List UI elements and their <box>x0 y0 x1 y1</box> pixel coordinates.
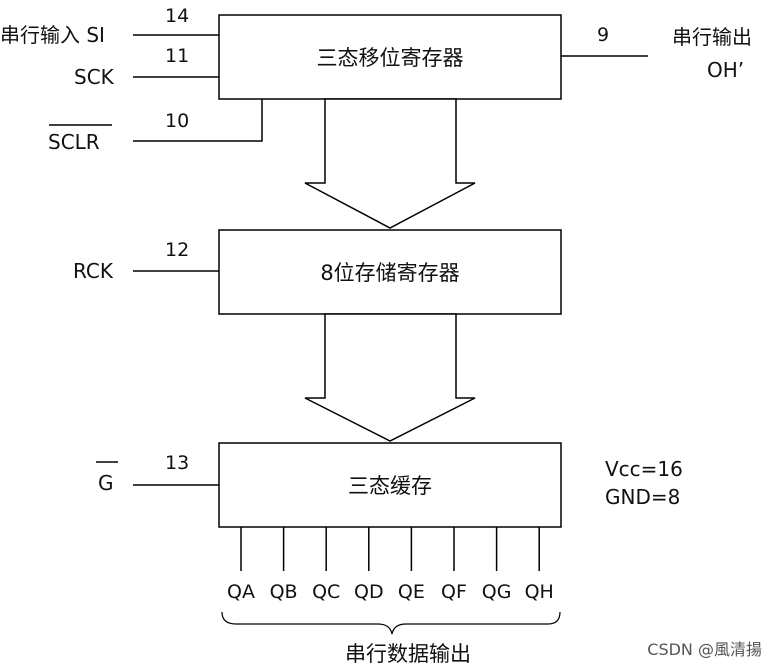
watermark: CSDN @風清揚 <box>647 640 762 659</box>
arrow-storage-to-buffer <box>304 313 476 442</box>
shift-register-title: 三态移位寄存器 <box>317 46 464 70</box>
output-label-qf: QF <box>441 581 467 603</box>
storage-register-title: 8位存储寄存器 <box>320 261 459 285</box>
sck-label: SCK <box>74 65 115 89</box>
buffer-block <box>218 442 562 528</box>
sclr-pin-number: 10 <box>165 110 189 132</box>
vcc-label: Vcc=16 <box>605 457 683 481</box>
parallel-outputs: QA QB QC QD QE QF QG QH <box>227 527 554 603</box>
output-label-qh: QH <box>525 581 554 603</box>
rck-pin-number: 12 <box>165 239 189 261</box>
buffer-title: 三态缓存 <box>348 474 432 498</box>
output-label-qe: QE <box>398 581 425 603</box>
g-label: G <box>98 471 114 495</box>
output-label-qa: QA <box>227 581 255 603</box>
shift-register-block <box>218 14 562 100</box>
arrow-shift-to-storage <box>304 98 476 229</box>
sclr-wire <box>133 99 263 142</box>
si-label: 串行输入 SI <box>0 23 105 47</box>
rck-label: RCK <box>73 259 114 283</box>
sck-pin-number: 11 <box>165 45 189 67</box>
gnd-label: GND=8 <box>605 485 680 509</box>
outputs-brace <box>221 611 561 635</box>
output-label-qd: QD <box>354 581 384 603</box>
output-label-qc: QC <box>312 581 340 603</box>
outputs-caption: 串行数据输出 <box>345 642 471 666</box>
output-label-qb: QB <box>270 581 298 603</box>
si-pin-number: 14 <box>165 5 189 27</box>
storage-register-block <box>218 229 562 315</box>
sclr-label: SCLR <box>48 130 100 154</box>
output-label-qg: QG <box>482 581 512 603</box>
serial-out-pin-number: 9 <box>597 24 609 46</box>
serial-out-label: 串行输出 <box>672 25 752 49</box>
serial-out-oh-label: OH’ <box>707 58 744 82</box>
g-pin-number: 13 <box>165 452 189 474</box>
